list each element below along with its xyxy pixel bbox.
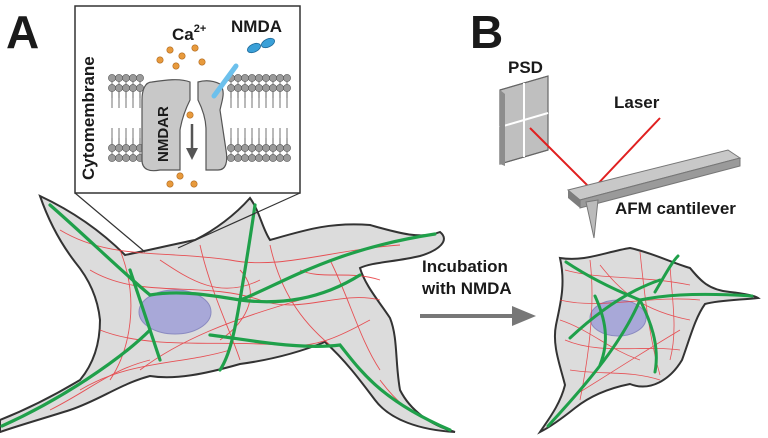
afm-tip <box>585 199 599 239</box>
nmda-molecules <box>247 37 275 54</box>
large-cell <box>0 194 456 434</box>
panel-label-a: A <box>6 6 39 58</box>
psd-label: PSD <box>508 58 543 77</box>
panel-label-b: B <box>470 6 503 58</box>
lipid-bilayer <box>108 74 291 162</box>
afm-cantilever-label: AFM cantilever <box>615 199 736 218</box>
process-arrowhead <box>512 306 536 326</box>
zoom-line-left <box>74 192 146 253</box>
large-cell-nucleus <box>138 289 212 335</box>
cytomembrane-label: Cytomembrane <box>79 56 98 180</box>
large-cell-microtubules <box>0 203 452 432</box>
nmdar-channel <box>141 79 228 172</box>
calcium-ions <box>156 44 206 188</box>
small-cell <box>537 246 761 435</box>
small-cell-microtubules <box>546 254 754 428</box>
channel-flow-arrowhead <box>186 148 198 160</box>
laser-label: Laser <box>614 93 660 112</box>
afm-cantilever <box>566 149 742 239</box>
nmda-label: NMDA <box>231 17 282 36</box>
incubation-label-line2: with NMDA <box>421 279 512 298</box>
nmdar-label: NMDAR <box>155 106 172 162</box>
calcium-label: Ca2+ <box>172 23 206 44</box>
zoom-line-right <box>177 192 301 249</box>
small-cell-body <box>537 246 761 435</box>
nmda-binding <box>211 63 239 99</box>
psd-detector <box>499 75 549 166</box>
inset-membrane: NMDAR Ca2+ NMDA Cytomembrane <box>74 5 301 194</box>
large-cell-body <box>0 194 456 434</box>
incubation-label-line1: Incubation <box>422 257 508 276</box>
